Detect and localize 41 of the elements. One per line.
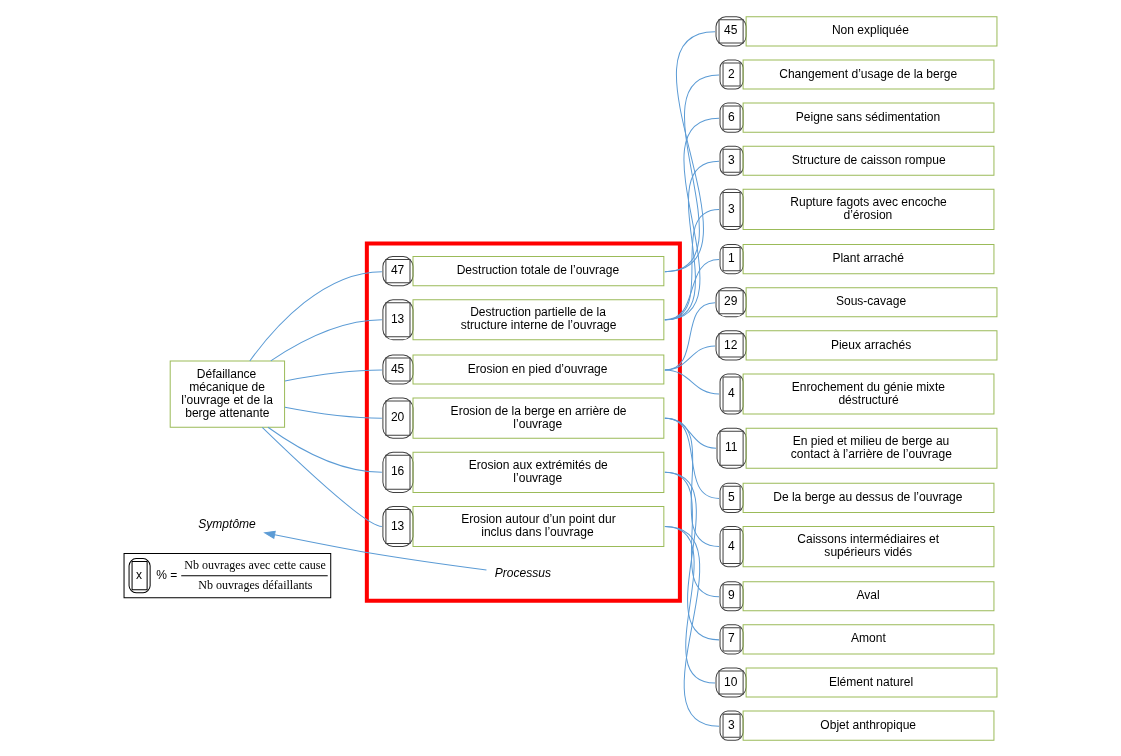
connector bbox=[664, 369, 720, 395]
node-label: 7 bbox=[728, 631, 735, 646]
arrow bbox=[264, 530, 487, 571]
connector bbox=[664, 526, 720, 727]
node-label: 3 bbox=[728, 717, 735, 732]
node-label: 10 bbox=[724, 674, 738, 689]
node-label: 1 bbox=[728, 251, 735, 266]
node-box: Défaillance mécanique de l’ouvrage et de la berge attenante bbox=[169, 360, 286, 428]
connector bbox=[664, 208, 720, 321]
connector bbox=[664, 74, 720, 273]
node-label: 2 bbox=[728, 66, 735, 81]
node-label: 45 bbox=[724, 23, 738, 38]
node-label: 16 bbox=[390, 464, 405, 479]
connector bbox=[664, 471, 720, 641]
node-label: 3 bbox=[728, 201, 735, 216]
connector bbox=[664, 259, 720, 321]
node-label: 20 bbox=[390, 410, 405, 425]
node-label: 13 bbox=[390, 311, 405, 326]
node-label: 12 bbox=[724, 337, 738, 352]
cluster bbox=[364, 241, 682, 603]
node-label: 47 bbox=[390, 263, 405, 278]
node-label: 9 bbox=[728, 588, 735, 603]
node-label: 6 bbox=[728, 109, 735, 124]
connector bbox=[664, 417, 720, 548]
node-text: Processus bbox=[494, 565, 551, 580]
connector bbox=[284, 406, 383, 419]
node-label: 5 bbox=[728, 490, 735, 505]
node-label: 3 bbox=[728, 152, 735, 167]
node-label: 4 bbox=[728, 386, 735, 401]
node-label: 11 bbox=[725, 440, 738, 455]
connector bbox=[270, 319, 383, 362]
connector bbox=[249, 271, 383, 362]
connector bbox=[284, 369, 383, 382]
connector bbox=[267, 426, 383, 473]
node-label: 13 bbox=[390, 518, 405, 533]
connector bbox=[664, 117, 720, 321]
node-label: 29 bbox=[724, 294, 738, 309]
node-label: 45 bbox=[390, 361, 405, 376]
node-label: 4 bbox=[728, 538, 735, 553]
node-text: Symptôme bbox=[198, 516, 256, 531]
connector bbox=[664, 160, 720, 321]
